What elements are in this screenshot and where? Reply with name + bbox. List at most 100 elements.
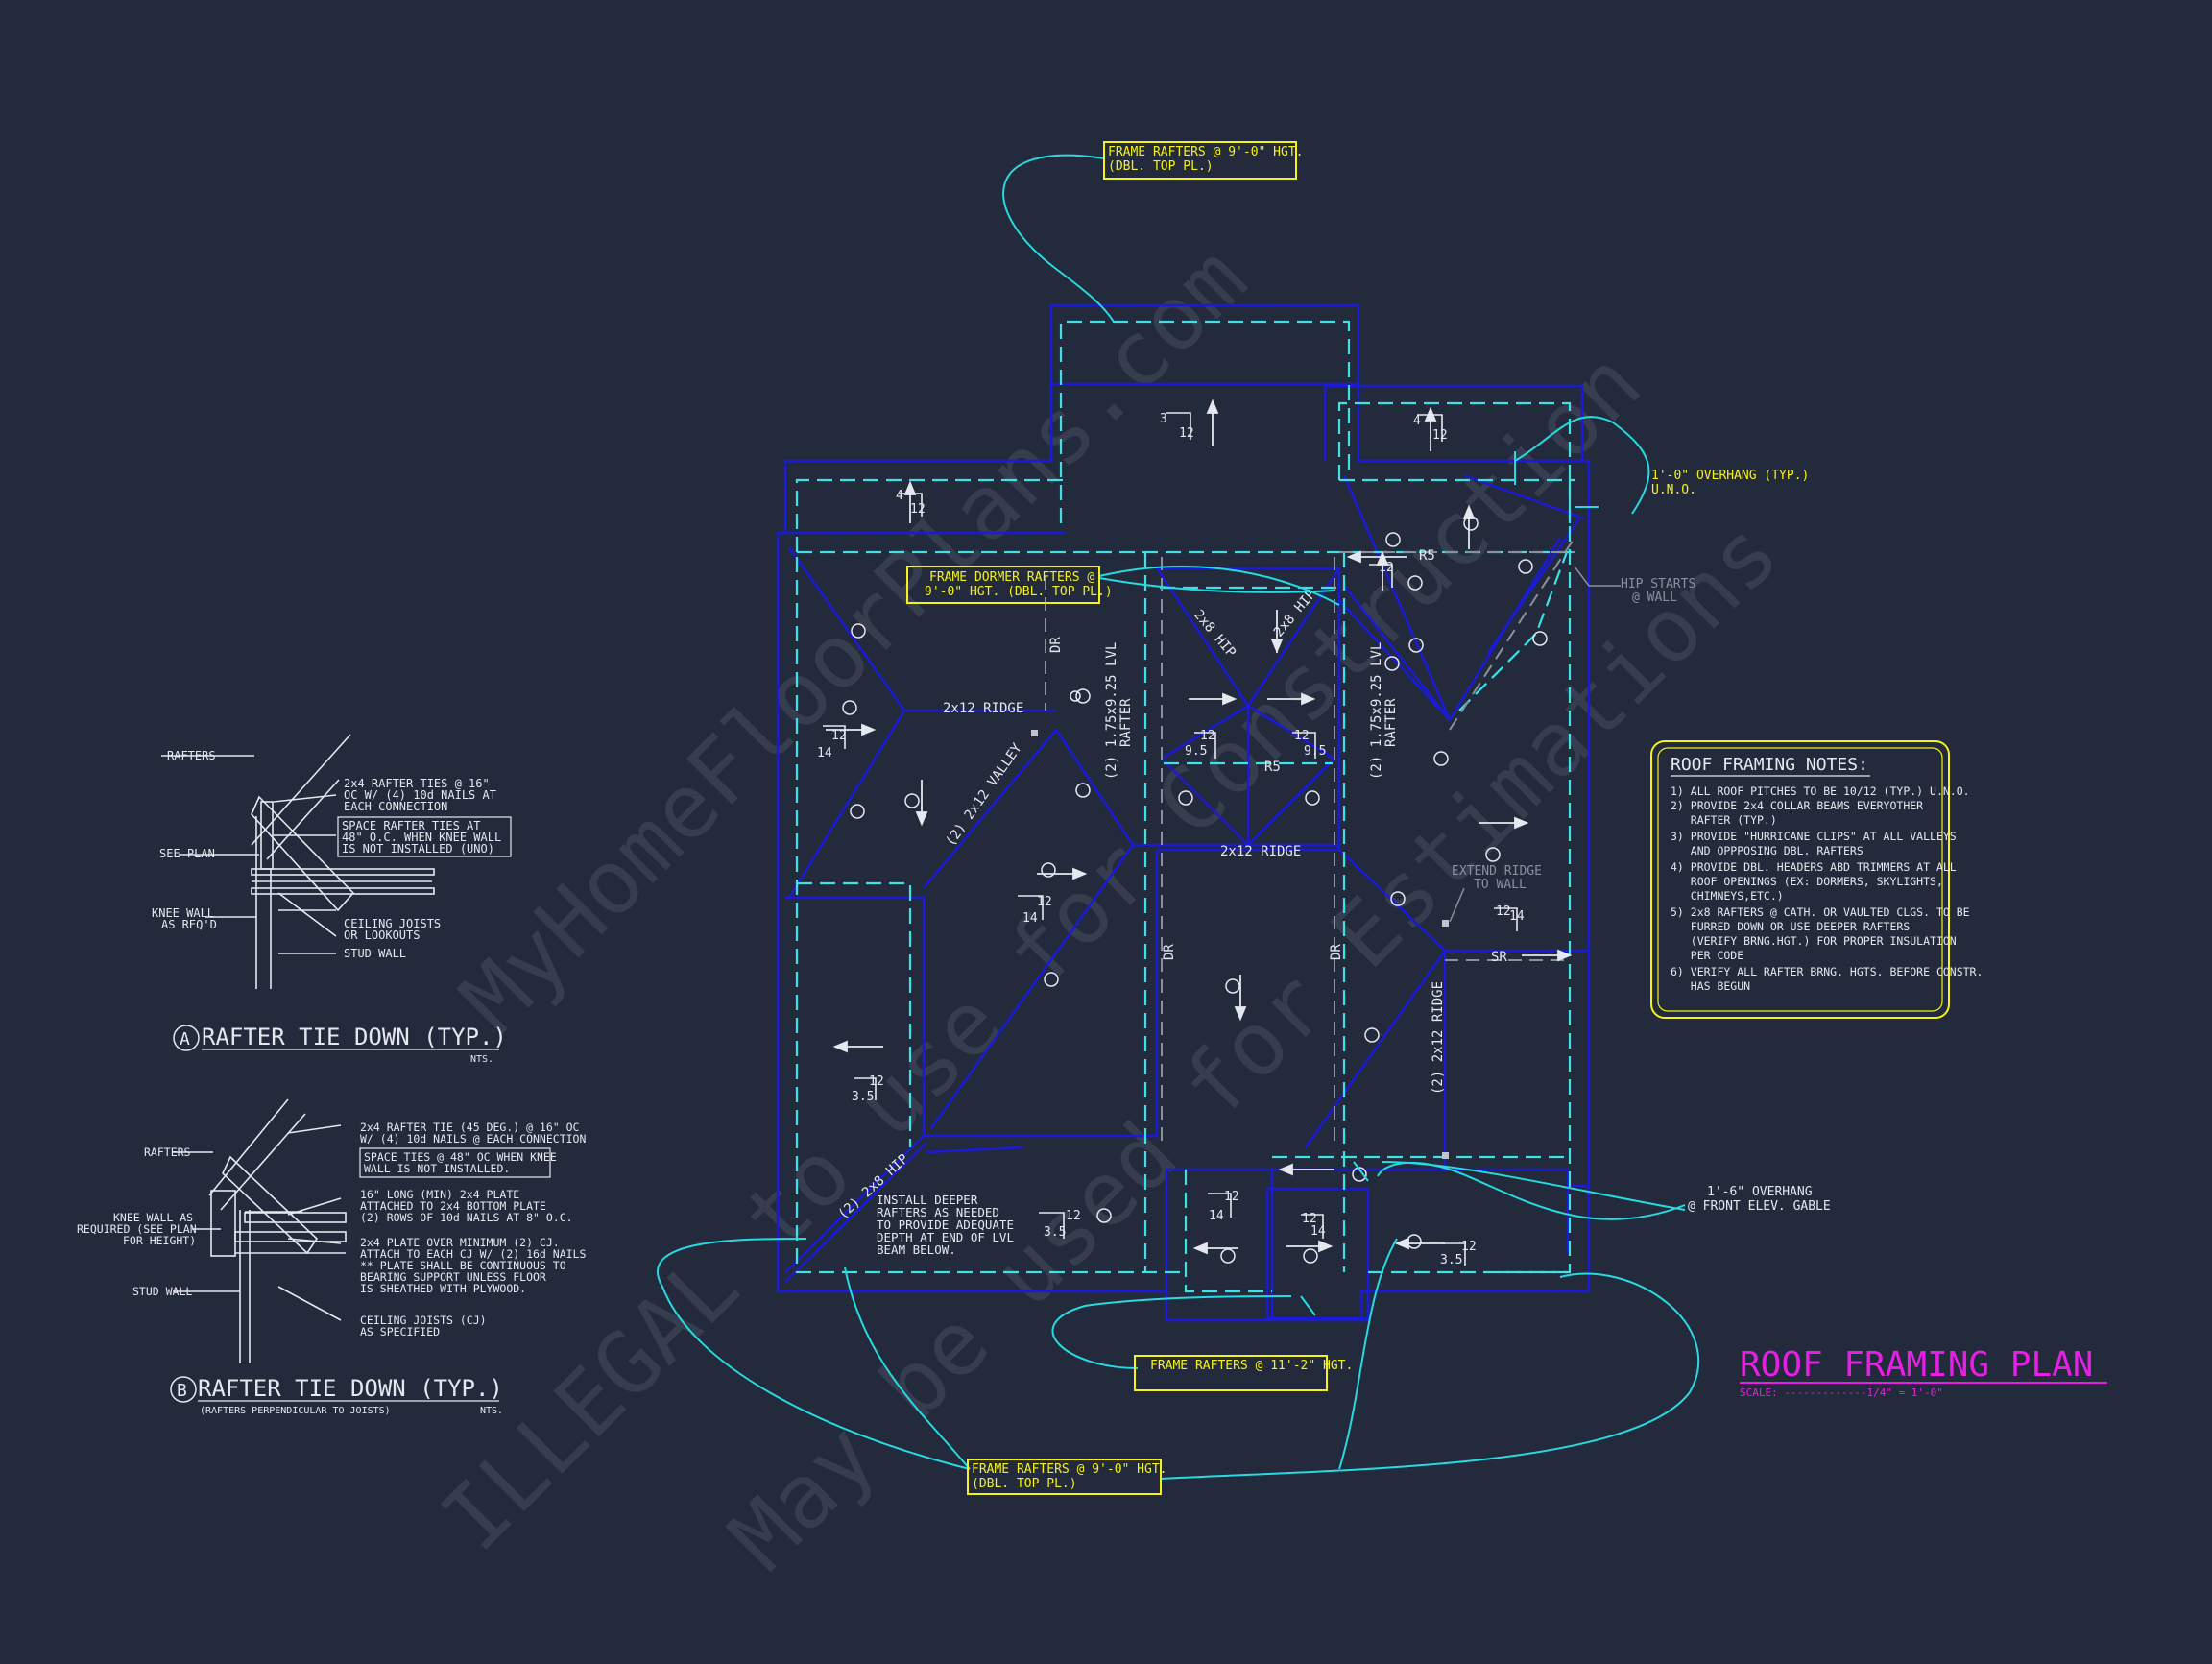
callout-bottom-2: (DBL. TOP PL.) [972, 1477, 1077, 1491]
detail-b-over-5: IS SHEATHED WITH PLYWOOD. [360, 1282, 526, 1295]
callouts: FRAME RAFTERS @ 9'-0" HGT. (DBL. TOP PL.… [906, 141, 1809, 1495]
callout-top-1: FRAME RAFTERS @ 9'-0" HGT. [1108, 145, 1304, 159]
pitch-n [1369, 564, 1393, 588]
tag-13 [1385, 532, 1401, 547]
leader-frame-11 [1051, 1295, 1292, 1369]
notes-inner [1657, 747, 1943, 1012]
extend-ridge-1: EXTEND RIDGE [1452, 864, 1542, 879]
tag-3 [850, 804, 865, 819]
tag-2 [842, 700, 857, 715]
overhang-typ-1: 1'-0" OVERHANG (TYP.) [1651, 469, 1809, 483]
pitch-num-y: 12 [1066, 1209, 1081, 1223]
notes-item-7: ROOF OPENINGS (EX: DORMERS, SKYLIGHTS, [1671, 875, 1943, 888]
tag-24 [1303, 1248, 1318, 1264]
arrow-15 [832, 1040, 883, 1053]
tag-11 [1384, 656, 1400, 671]
notes-item-14: HAS BEGUN [1671, 979, 1750, 993]
tag-26 [1096, 1208, 1112, 1223]
detail-a-labels: RAFTERS 2x4 RAFTER TIES @ 16" OC W/ (4) … [152, 749, 512, 960]
plan-title-block: ROOF FRAMING PLAN SCALE: -------------1/… [1740, 1345, 2107, 1399]
plan-title: ROOF FRAMING PLAN [1740, 1345, 2093, 1385]
notes-list: 1) ALL ROOF PITCHES TO BE 10/12 (TYP.) U… [1671, 784, 1983, 993]
pitch-num-i: 12 [1037, 895, 1052, 909]
plan-scale: SCALE: -------------1/4" = 1'-0" [1740, 1387, 1943, 1399]
tag-20 [1485, 847, 1501, 862]
arrows [826, 398, 1573, 1255]
arrow-12 [1479, 816, 1529, 830]
notes-item-1: 1) ALL ROOF PITCHES TO BE 10/12 (TYP.) U… [1671, 784, 1970, 798]
detail-a-space-box [337, 816, 512, 857]
pitch-num-j: 14 [1022, 911, 1038, 926]
detail-b-title: RAFTER TIE DOWN (TYP.) [198, 1375, 503, 1402]
tag-6 [1075, 783, 1091, 798]
tag-1 [851, 623, 866, 639]
pitch-num-h: 14 [817, 746, 832, 760]
bottom-right-box [1272, 1168, 1570, 1253]
overhang-hip-dash [1458, 551, 1569, 711]
wall-outline [776, 303, 1591, 1322]
pitch-num-s: 3.5 [852, 1090, 874, 1104]
notes-item-10: FURRED DOWN OR USE DEEPER RAFTERS [1671, 920, 1910, 933]
pitch-num-w: 14 [1310, 1224, 1326, 1239]
pitch-num-b: 12 [910, 502, 926, 517]
detail-a-rafters: RAFTERS [167, 749, 216, 762]
arrow-14 [1234, 975, 1247, 1022]
tag-16 [1518, 559, 1533, 574]
detail-b-plate-3: (2) ROWS OF 10d NAILS AT 8" O.C. [360, 1211, 573, 1224]
pitch-c [1417, 414, 1443, 442]
callout-dormer: FRAME DORMER RAFTERS @ 9'-0" HGT. (DBL. … [906, 566, 1113, 604]
callout-bottom-1: FRAME RAFTERS @ 9'-0" HGT. [972, 1462, 1167, 1477]
hip-bottom [784, 1142, 927, 1283]
detail-a: RAFTERS 2x4 RAFTER TIES @ 16" OC W/ (4) … [152, 734, 512, 1065]
hip-right-8 [1463, 473, 1585, 520]
notes-item-6: 4) PROVIDE DBL. HEADERS ABD TRIMMERS AT … [1671, 860, 1957, 874]
tag-19 [1390, 891, 1406, 906]
detail-b-nts: NTS. [480, 1406, 503, 1416]
pitch-numbers: 4 12 3 12 4 12 12 14 12 14 12 9.5 12 9.5… [817, 412, 1525, 1267]
dr-lines [1045, 537, 1575, 1143]
arrow-10 [826, 723, 877, 736]
arrow-20 [1522, 949, 1573, 962]
callout-dormer-1: FRAME DORMER RAFTERS @ [929, 570, 1094, 585]
watermark: MyHomeFloorPlans.com ILLEGAL to use for … [422, 228, 1798, 1590]
detail-b-sub: (RAFTERS PERPENDICULAR TO JOISTS) [200, 1406, 391, 1416]
detail-b-knee-3: FOR HEIGHT) [123, 1234, 196, 1247]
detail-b-space-box [359, 1147, 551, 1178]
detail-a-drawing [161, 734, 435, 989]
detail-a-joists-2: OR LOOKOUTS [344, 928, 420, 942]
pitch-num-aa: 12 [1461, 1240, 1477, 1254]
dr-label-2: DR [1162, 944, 1177, 960]
detail-b-cj-1: CEILING JOISTS (CJ) [360, 1314, 487, 1327]
hip-left-low [784, 1135, 925, 1273]
pitch-num-q: 14 [1509, 909, 1525, 924]
detail-a-knee-2: AS REQ'D [161, 918, 217, 931]
ridge-center-label: 2x12 RIDGE [1220, 844, 1301, 859]
leader-bottom-left [656, 1238, 971, 1470]
arrow-11 [915, 780, 928, 827]
marker-1 [1031, 730, 1038, 736]
detail-a-joists-1: CEILING JOISTS [344, 917, 441, 930]
pitch-num-x: 3.5 [1044, 1225, 1066, 1240]
lvl-note: INSTALL DEEPER RAFTERS AS NEEDED TO PROV… [877, 1193, 1014, 1257]
detail-b-over-2: ATTACH TO EACH CJ W/ (2) 16d NAILS [360, 1247, 586, 1261]
lvl-left-label-1: (2) 1.75x9.25 LVL [1104, 642, 1119, 780]
sr-label: SR [1491, 950, 1507, 965]
notes-item-4: 3) PROVIDE "HURRICANE CLIPS" AT ALL VALL… [1671, 830, 1957, 843]
dr-label-1: DR [1048, 637, 1064, 653]
valley-line [923, 729, 1057, 889]
overhang-typ-2: U.N.O. [1651, 483, 1696, 497]
tag-25 [1220, 1248, 1236, 1264]
pitch-num-d: 12 [1179, 426, 1194, 441]
pitch-num-m: 12 [1294, 729, 1310, 743]
pitch-d [823, 725, 846, 749]
leader-overhang-typ [1514, 416, 1650, 515]
arrow-1 [1206, 398, 1219, 446]
pitch-num-z: 3.5 [1440, 1253, 1462, 1267]
detail-a-knee-1: KNEE WALL [152, 906, 214, 920]
detail-a-space-1: SPACE RAFTER TIES AT [342, 819, 481, 832]
pitch-l [1039, 1212, 1065, 1239]
hip-left-label: 2x8 HIP [1190, 607, 1238, 660]
detail-a-stud: STUD WALL [344, 947, 406, 960]
